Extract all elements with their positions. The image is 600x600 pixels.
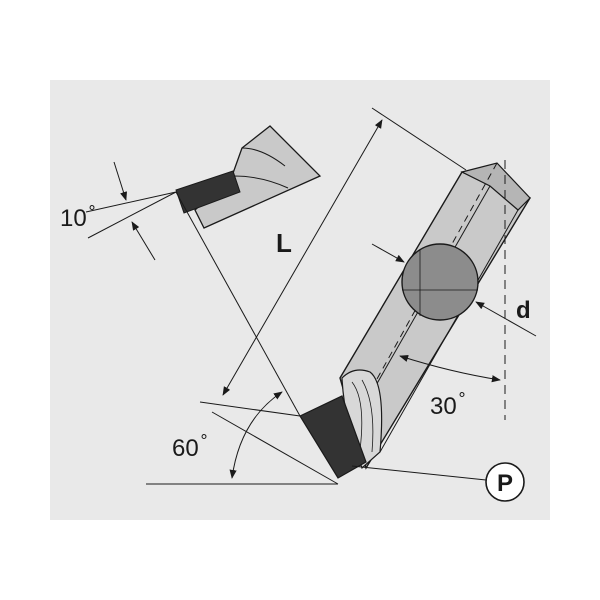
clearance-arrow-bottom (131, 221, 156, 261)
clearance-angle-annotation: 10 ° (60, 161, 177, 261)
clearance-degree-symbol: ° (88, 202, 96, 221)
inclination-degree-symbol: ° (458, 389, 466, 408)
clearance-angle-label: 10 (60, 205, 87, 232)
length-dimension-line (222, 119, 383, 396)
inclination-angle-annotation: 30 ° (399, 160, 506, 420)
background-panel (50, 80, 550, 520)
carbide-insert (299, 395, 367, 479)
diameter-arrow-right (475, 301, 537, 337)
shank-hidden-axis (371, 162, 498, 389)
setting-angle-arc (229, 391, 283, 479)
setting-angle-annotation: 60 ° (146, 391, 339, 485)
length-label: L (276, 228, 292, 258)
shank-edge-2 (379, 209, 519, 453)
inclination-angle-label: 30 (430, 393, 457, 420)
point-leader-line (351, 465, 487, 481)
clearance-ref-line-2 (87, 191, 177, 239)
setting-angle-label: 60 (172, 435, 199, 462)
point-callout: P (351, 462, 525, 502)
shank-top-face (460, 162, 531, 211)
inclination-arc (399, 355, 501, 383)
setting-degree-symbol: ° (200, 431, 208, 450)
shank-cross-section (401, 243, 479, 321)
point-label: P (497, 470, 513, 497)
length-ext-top (371, 107, 467, 171)
diameter-label: d (516, 297, 531, 324)
point-marker-circle (485, 462, 525, 502)
diameter-arrow-left (371, 243, 405, 263)
clearance-arrow-top (113, 161, 127, 201)
clearance-ref-line-1 (85, 191, 177, 213)
diameter-dimension: d (371, 243, 537, 337)
